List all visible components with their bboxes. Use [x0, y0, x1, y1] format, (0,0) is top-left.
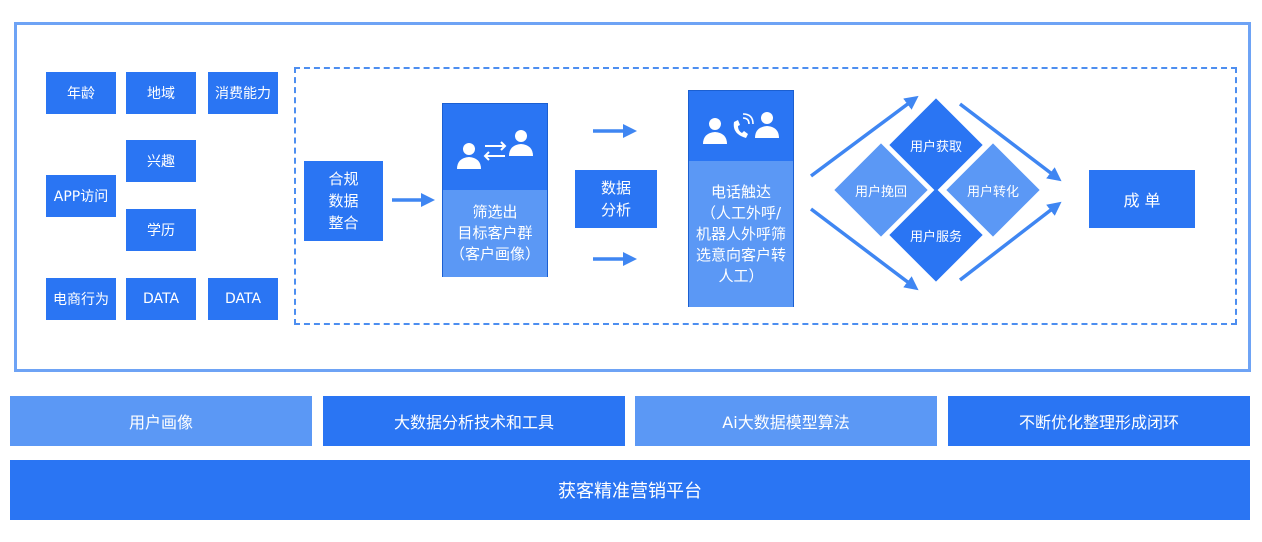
filter-card-icon-area: [443, 104, 547, 190]
tag-education-label: 学历: [147, 223, 175, 239]
analysis-line-1: 数据: [600, 179, 631, 197]
bar-user-portrait: 用户画像: [10, 396, 312, 446]
phone-card-icon-area: [689, 91, 793, 161]
phone-line-5: 人工）: [718, 266, 764, 285]
compliance-box: 合规 数据 整合: [304, 161, 383, 241]
compliance-line-1: 合规: [328, 170, 359, 188]
label-user-service: 用户服务: [909, 229, 962, 245]
filter-line-3: （客户画像）: [449, 245, 540, 263]
process-dashed-frame: [294, 67, 1237, 325]
phone-card-text: 电话触达 （人工外呼/ 机器人外呼筛 选意向客户转 人工）: [689, 161, 793, 307]
tag-data-2: DATA: [208, 278, 278, 320]
filter-line-2: 目标客户群: [457, 224, 533, 242]
compliance-line-2: 数据: [328, 192, 359, 210]
arrow-to-deal-upper: [958, 102, 1062, 182]
tag-app-visit-label: APP访问: [53, 189, 109, 205]
bar-optimize-loop-label: 不断优化整理形成闭环: [1018, 413, 1179, 432]
platform-bar: 获客精准营销平台: [10, 460, 1250, 520]
phone-line-2: （人工外呼/: [700, 203, 782, 222]
tag-region: 地域: [126, 72, 196, 114]
deal-label: 成 单: [1123, 191, 1161, 210]
bar-bigdata-tools: 大数据分析技术和工具: [323, 396, 625, 446]
arrow-phone-down: [809, 207, 919, 291]
bar-bigdata-tools-label: 大数据分析技术和工具: [393, 413, 554, 432]
tag-consumption: 消费能力: [208, 72, 278, 114]
label-user-acquire: 用户获取: [909, 139, 962, 155]
outer-frame: [14, 22, 1251, 372]
tag-region-label: 地域: [147, 86, 175, 102]
tag-data-1: DATA: [126, 278, 196, 320]
filter-target-card: 筛选出 目标客户群 （客户画像）: [442, 103, 548, 277]
filter-card-text: 筛选出 目标客户群 （客户画像）: [443, 190, 547, 277]
deal-box: 成 单: [1089, 170, 1195, 228]
tag-interest-label: 兴趣: [147, 154, 175, 170]
tag-ecommerce-label: 电商行为: [53, 292, 109, 308]
phone-call-users-icon: [703, 112, 779, 144]
tag-interest: 兴趣: [126, 140, 196, 182]
tag-app-visit: APP访问: [46, 175, 116, 217]
bar-user-portrait-label: 用户画像: [128, 413, 193, 432]
arrow-phone-up: [809, 95, 919, 178]
bar-ai-models-label: Ai大数据模型算法: [722, 413, 850, 432]
bar-ai-models: Ai大数据模型算法: [635, 396, 937, 446]
analysis-line-2: 分析: [600, 201, 631, 219]
phone-line-1: 电话触达: [710, 182, 771, 201]
tag-age: 年龄: [46, 72, 116, 114]
filter-line-1: 筛选出: [472, 203, 518, 221]
label-user-convert: 用户转化: [966, 184, 1019, 200]
tag-consumption-label: 消费能力: [215, 86, 271, 102]
tag-education: 学历: [126, 209, 196, 251]
tag-data-2-label: DATA: [224, 291, 262, 307]
tag-ecommerce: 电商行为: [46, 278, 116, 320]
user-exchange-icon: [457, 130, 533, 169]
tag-age-label: 年龄: [67, 86, 95, 102]
compliance-line-3: 整合: [328, 214, 359, 232]
arrow-to-deal-lower: [958, 201, 1062, 282]
phone-line-3: 机器人外呼筛: [695, 224, 786, 243]
label-user-recall: 用户挽回: [854, 184, 907, 200]
tag-data-1-label: DATA: [142, 291, 180, 307]
data-analysis-box: 数据 分析: [575, 170, 657, 228]
phone-outreach-card: 电话触达 （人工外呼/ 机器人外呼筛 选意向客户转 人工）: [688, 90, 794, 307]
phone-line-4: 选意向客户转: [695, 245, 786, 264]
platform-label: 获客精准营销平台: [558, 481, 702, 502]
bar-optimize-loop: 不断优化整理形成闭环: [948, 396, 1250, 446]
